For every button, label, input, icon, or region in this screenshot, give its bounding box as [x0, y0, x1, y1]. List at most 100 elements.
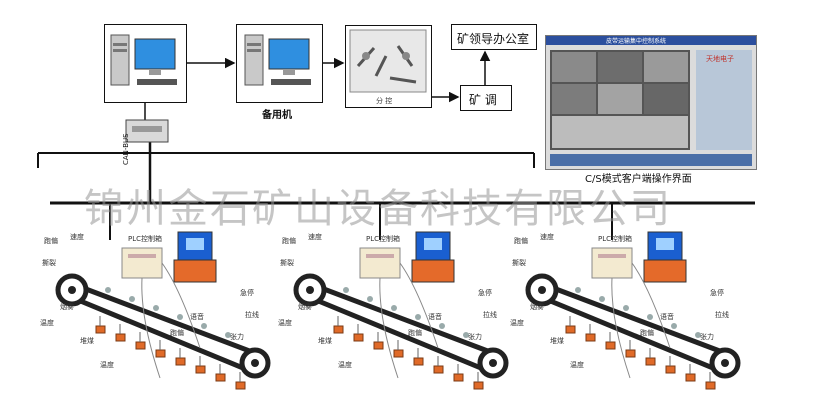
head-pulley-hub [306, 286, 314, 294]
roller-sensor [599, 296, 605, 302]
plc-box [591, 247, 633, 279]
sensor-label: 撕裂 [280, 259, 294, 267]
sensor-label: 温度 [100, 361, 114, 369]
belt-bottom [547, 297, 726, 376]
sensor-label: 急停 [710, 289, 724, 297]
sensor-label: 急停 [478, 289, 492, 297]
roller-sensor [177, 314, 183, 320]
sensor-bead [373, 341, 384, 350]
sensor-label: 温度 [510, 319, 524, 327]
backup-computer-box [236, 24, 323, 103]
roller-sensor [671, 323, 677, 329]
sensor-bead [175, 357, 186, 366]
sensor-label: 跑偏 [44, 237, 58, 245]
sensor-bead [433, 365, 444, 374]
roller-sensor [575, 287, 581, 293]
roller-sensor [129, 296, 135, 302]
blue-cabinet-screen [656, 238, 674, 250]
sensor-bead [393, 349, 404, 358]
sensor-bead [585, 333, 596, 342]
roller-sensor [153, 305, 159, 311]
sensor-label: 堆煤 [80, 337, 94, 345]
belt-top [539, 280, 726, 356]
sensor-label: 温度 [40, 319, 54, 327]
roller-sensor [647, 314, 653, 320]
sensor-bead [565, 325, 576, 334]
roller-sensor [695, 332, 701, 338]
sensor-label: 速度 [70, 233, 84, 241]
sensor-label: 跑偏 [514, 237, 528, 245]
plc-box [359, 247, 401, 279]
head-pulley-hub [538, 286, 546, 294]
sensor-label: 温度 [338, 361, 352, 369]
sensor-label: 跑偏 [640, 329, 654, 337]
plc-strip [366, 254, 394, 258]
dispatch-box: 矿 调 [460, 85, 512, 111]
sensor-label: 急停 [240, 289, 254, 297]
roller-sensor [623, 305, 629, 311]
sensor-bead [625, 349, 636, 358]
sensor-label: 跑偏 [170, 329, 184, 337]
sensor-bead [473, 381, 484, 390]
sensor-bead [235, 381, 246, 390]
plc-strip [598, 254, 626, 258]
sensor-label: 堆煤 [550, 337, 564, 345]
sensor-bead [333, 325, 344, 334]
wires [611, 262, 671, 379]
orange-cabinet [643, 259, 687, 283]
display-panel-label: 分 控 [376, 97, 393, 105]
client-title: 皮带运输集中控制系统 [606, 38, 667, 45]
conveyor-drawing [293, 231, 509, 390]
conveyor-unit: PLC控制箱跑偏速度撕裂烟雾温度堆煤急停拉线张力语音跑偏温度 [510, 228, 750, 403]
sensor-label: 张力 [468, 333, 482, 341]
roller-sensor [367, 296, 373, 302]
wires [141, 262, 201, 379]
sensor-bead [215, 373, 226, 382]
sensor-bead [115, 333, 126, 342]
sensor-bead [645, 357, 656, 366]
sensor-label: 速度 [540, 233, 554, 241]
wires [379, 262, 439, 379]
sensor-label: 撕裂 [42, 259, 56, 267]
roller-sensor [463, 332, 469, 338]
sensor-bead [665, 365, 676, 374]
sensor-label: 张力 [230, 333, 244, 341]
roller-sensor [439, 323, 445, 329]
belt-bottom [77, 297, 256, 376]
sensor-bead [453, 373, 464, 382]
computer-icon [110, 34, 177, 86]
sensor-label: 拉线 [245, 311, 259, 319]
plc-label: PLC控制箱 [366, 235, 401, 243]
sensor-label: 温度 [278, 319, 292, 327]
sensor-bead [605, 341, 616, 350]
sensor-label: 烟雾 [60, 303, 74, 311]
sensor-label: 速度 [308, 233, 322, 241]
orange-cabinet [411, 259, 455, 283]
sensor-bead [685, 373, 696, 382]
sensor-label: 语音 [660, 313, 674, 321]
computer-icon [244, 34, 311, 86]
blue-cabinet-screen [424, 238, 442, 250]
conveyor-unit: PLC控制箱跑偏速度撕裂烟雾温度堆煤急停拉线张力语音跑偏温度 [278, 228, 518, 403]
conveyor-drawing [55, 231, 271, 390]
sensor-label: 跑偏 [282, 237, 296, 245]
sensor-label: 烟雾 [298, 303, 312, 311]
roller-sensor [201, 323, 207, 329]
plc-strip [128, 254, 156, 258]
sensor-label: 温度 [570, 361, 584, 369]
bus-label: CAN-BUS [122, 133, 130, 165]
roller-sensor [105, 287, 111, 293]
sensor-bead [705, 381, 716, 390]
sensor-label: 拉线 [715, 311, 729, 319]
office-label: 矿领导办公室 [457, 32, 530, 46]
sensor-label: 拉线 [483, 311, 497, 319]
company-watermark: 锦州金石矿山设备科技有限公司 [84, 186, 672, 232]
client-ui-screenshot: 皮带运输集中控制系统 天地电子 [545, 35, 757, 170]
display-panel-box: 分 控 [345, 25, 432, 108]
sensor-bead [413, 357, 424, 366]
sensor-bead [195, 365, 206, 374]
sensor-bead [135, 341, 146, 350]
sensor-label: 撕裂 [512, 259, 526, 267]
belt-top [307, 280, 494, 356]
